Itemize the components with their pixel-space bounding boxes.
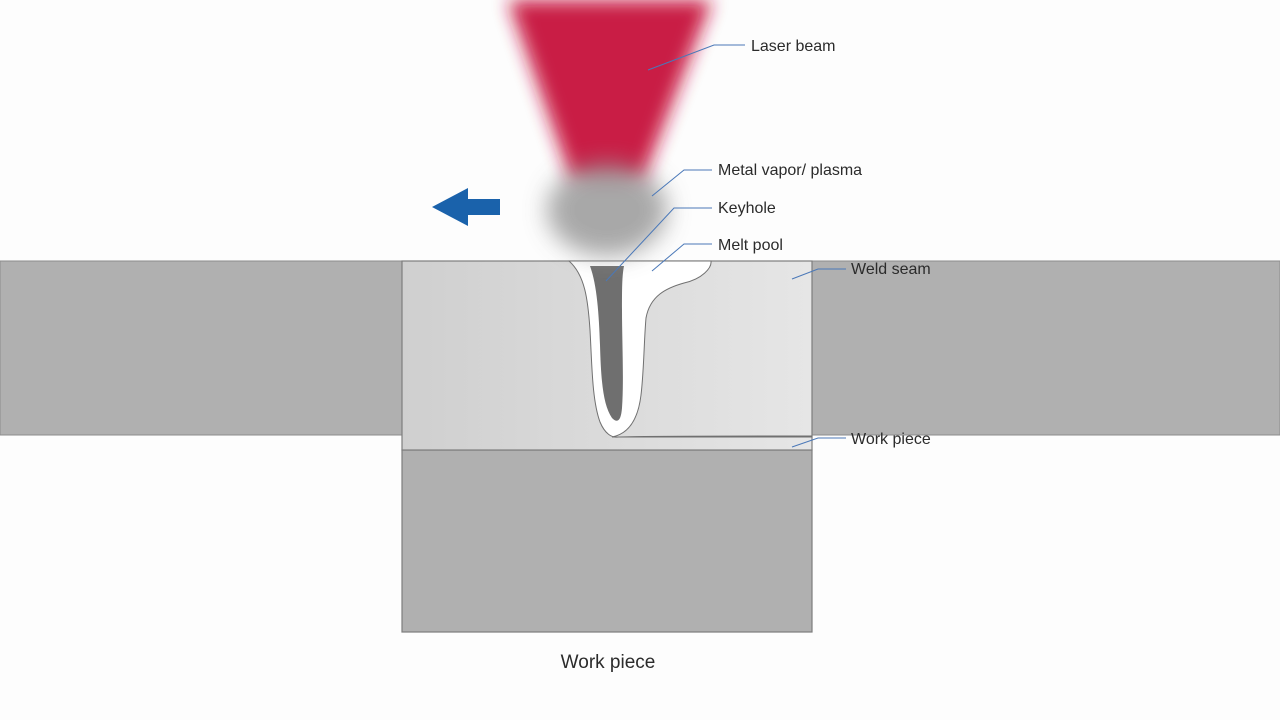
- leader-metal-vapor: [651, 169, 712, 197]
- label-keyhole: Keyhole: [718, 200, 776, 217]
- leader-keyhole: [605, 207, 712, 282]
- leader-melt-pool: [651, 243, 712, 272]
- leader-work-piece: [791, 437, 846, 448]
- label-work-piece-bottom: Work piece: [561, 652, 656, 673]
- work-piece-right-plate: [811, 260, 1280, 436]
- label-laser-beam: Laser beam: [751, 38, 836, 55]
- keyhole: [590, 266, 624, 421]
- label-work-piece-right: Work piece: [851, 431, 931, 448]
- label-metal-vapor-plasma: Metal vapor/ plasma: [718, 162, 862, 179]
- laser-beam: [508, 0, 712, 182]
- left-arrow-icon: [432, 188, 500, 226]
- label-melt-pool: Melt pool: [718, 237, 783, 254]
- metal-vapor-plasma: [547, 164, 667, 256]
- melt-pool: [567, 260, 813, 438]
- leader-laser-beam: [647, 44, 745, 71]
- label-weld-seam: Weld seam: [851, 261, 931, 278]
- leader-weld-seam: [791, 268, 846, 280]
- work-piece-left-plate: [0, 260, 403, 436]
- work-piece-lower-block: [401, 449, 813, 633]
